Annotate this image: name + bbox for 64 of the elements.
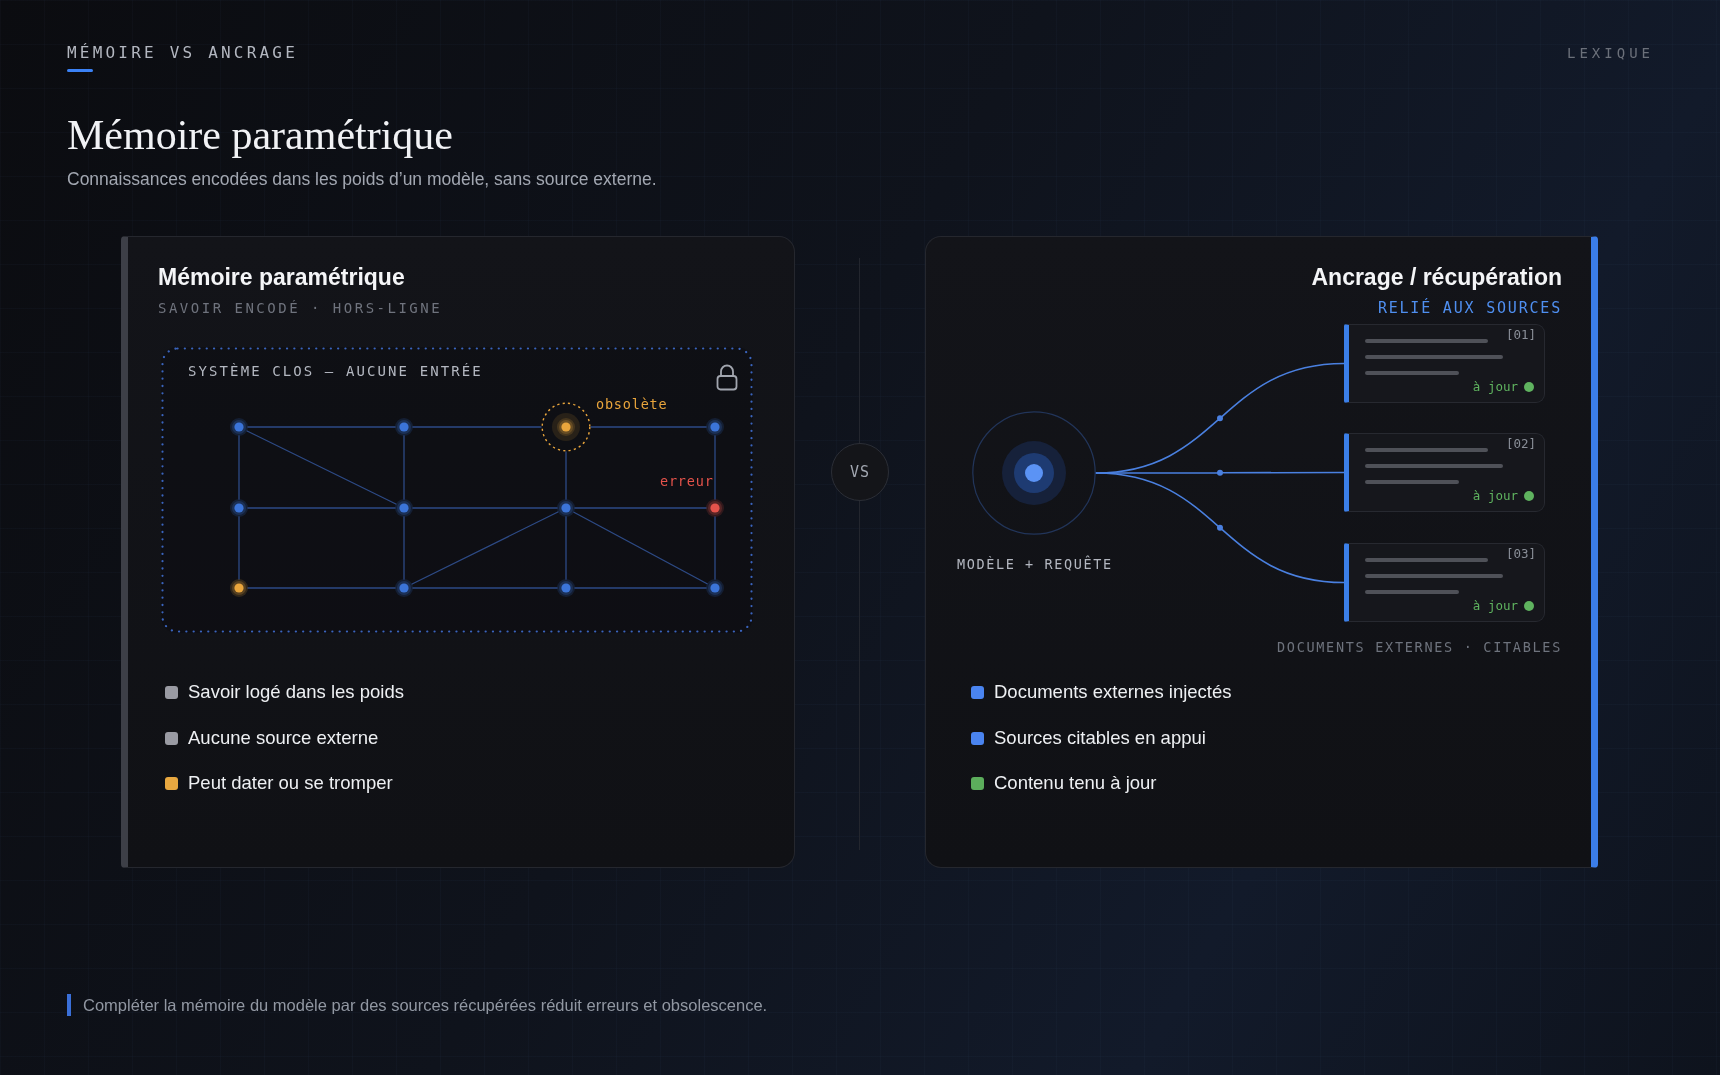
- connector-line: [247, 426, 396, 428]
- document-card: [1344, 433, 1545, 512]
- connector-line: [403, 516, 405, 580]
- card-title: Ancrage / récupération: [1311, 263, 1562, 291]
- legend-label: Contenu tenu à jour: [994, 771, 1157, 795]
- connector-line: [238, 435, 240, 500]
- network-node-dot: [541, 402, 591, 452]
- vs-circle: VS: [831, 443, 889, 501]
- panel-label: SYSTÈME CLOS — AUCUNE ENTRÉE: [188, 362, 483, 380]
- comparison-card: [925, 236, 1598, 868]
- legend-label: Peut dater ou se tromper: [188, 771, 393, 795]
- connector-line: [574, 587, 707, 589]
- network-node-dot: [395, 579, 413, 597]
- network-node-dot: [230, 579, 248, 597]
- document-card: [1344, 543, 1545, 622]
- closed-system-panel: [161, 347, 753, 633]
- card-subtitle: RELIÉ AUX SOURCES: [1377, 299, 1562, 317]
- status-label: à jour: [1472, 599, 1518, 613]
- document-card: [1344, 324, 1545, 403]
- status-label: à jour: [1472, 489, 1518, 503]
- legend-label: Aucune source externe: [188, 726, 379, 750]
- card-title: Mémoire paramétrique: [158, 263, 405, 291]
- connector-line: [565, 516, 567, 580]
- doc-number: [03]: [1505, 547, 1536, 561]
- card-subtitle: SAVOIR ENCODÉ · HORS-LIGNE: [158, 299, 443, 317]
- network-node-dot: [395, 418, 413, 436]
- connector-line: [412, 587, 558, 589]
- network-node-dot: [230, 418, 248, 436]
- network-node-dot: [706, 499, 724, 517]
- connector-line: [238, 516, 240, 580]
- network-node-dot: [557, 579, 575, 597]
- section-eyebrow: MÉMOIRE VS ANCRAGE: [67, 43, 298, 63]
- legend-label: Sources citables en appui: [994, 726, 1206, 750]
- status-tag: erreur: [660, 472, 714, 490]
- status-label: à jour: [1472, 380, 1518, 394]
- connector-line: [411, 511, 559, 585]
- connector-line: [590, 426, 707, 428]
- footnote: Compléter la mémoire du modèle par des sources récupérées réduit erreurs et obsolescence.: [67, 994, 768, 1016]
- connector-line: [412, 426, 542, 428]
- category-label: LEXIQUE: [1567, 44, 1654, 62]
- connector-line: [247, 587, 396, 589]
- network-node-dot: [706, 579, 724, 597]
- status-tag: obsolète: [596, 395, 668, 413]
- group-caption: DOCUMENTS EXTERNES · CITABLES: [1277, 638, 1562, 656]
- network-node-dot: [557, 499, 575, 517]
- connector-line: [573, 511, 708, 585]
- network-node-dot: [395, 499, 413, 517]
- doc-number: [01]: [1505, 328, 1536, 342]
- legend-label: Documents externes injectés: [994, 680, 1232, 704]
- page-subtitle: Connaissances encodées dans les poids d’un modèle, sans source externe.: [67, 168, 657, 190]
- page-title: Mémoire paramétrique: [67, 111, 453, 160]
- connector-line: [714, 516, 716, 580]
- connector-line: [565, 451, 567, 500]
- legend-label: Savoir logé dans les poids: [188, 680, 404, 704]
- network-node-dot: [230, 499, 248, 517]
- connector-line: [403, 435, 405, 500]
- comparison-card: [121, 236, 795, 868]
- network-node-dot: [706, 418, 724, 436]
- connector-line: [714, 435, 716, 500]
- connector-line: [574, 507, 707, 509]
- connector-line: [247, 507, 396, 509]
- connector-line: [246, 430, 397, 505]
- doc-number: [02]: [1505, 437, 1536, 451]
- connector-line: [412, 507, 558, 509]
